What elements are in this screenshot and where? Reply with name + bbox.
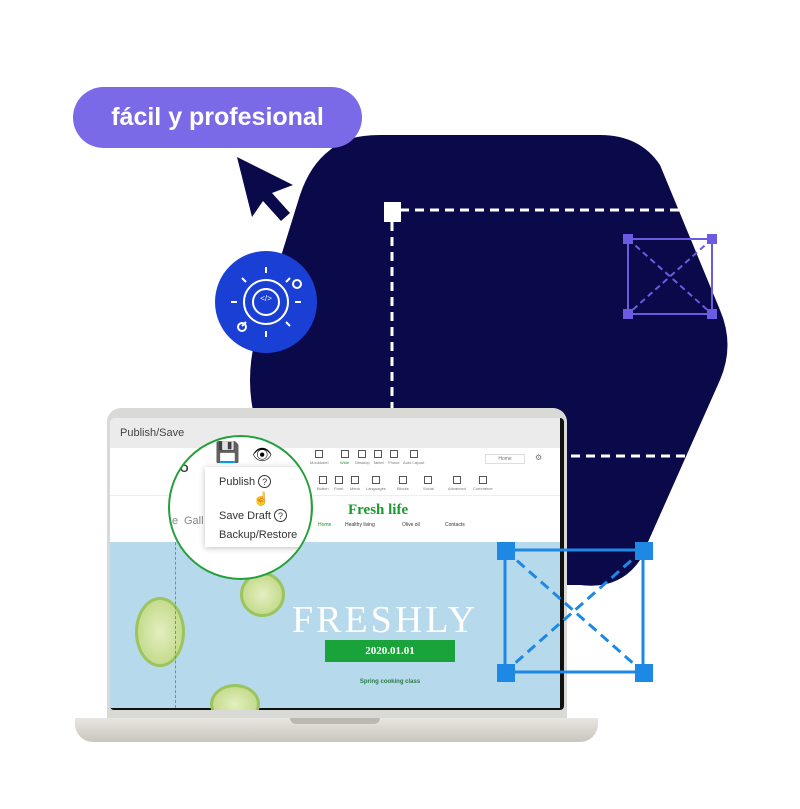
- save-icon[interactable]: 💾: [215, 442, 240, 464]
- handle[interactable]: [623, 309, 633, 319]
- tool-languages[interactable]: Languages: [366, 476, 386, 491]
- resize-handle[interactable]: [497, 542, 515, 560]
- tool-tablet[interactable]: Tablet: [373, 450, 384, 465]
- page-select[interactable]: Home: [485, 454, 525, 464]
- help-icon: ?: [258, 475, 272, 488]
- preview-eye-icon[interactable]: 👁: [252, 447, 273, 464]
- toolbar-bottom: Button Form Menu Languages Blocks Social…: [110, 476, 560, 496]
- lime-slice: [135, 597, 185, 667]
- lime-slice: [210, 684, 260, 710]
- hand-cursor-icon: ☝: [253, 491, 270, 506]
- white-handle: [384, 202, 401, 222]
- tool-button[interactable]: Button: [317, 476, 329, 491]
- website-builder-app: Publish/Save Mouldobel Wide Desktop Tabl…: [110, 418, 560, 710]
- tagline-text: fácil y profesional: [111, 103, 324, 131]
- menu-backup-restore[interactable]: Backup/Restore: [219, 529, 298, 541]
- resize-handle[interactable]: [635, 664, 653, 682]
- date-ribbon: 2020.01.01: [325, 640, 455, 662]
- hero-banner: FRESHLY 2020.01.01 Spring cooking class: [110, 542, 560, 710]
- tool-desktop[interactable]: Desktop: [355, 450, 370, 465]
- tool-blocks[interactable]: Blocks: [397, 476, 409, 491]
- handle[interactable]: [623, 234, 633, 244]
- gallery-label[interactable]: Gall: [184, 515, 204, 527]
- purple-selection-box: [627, 238, 713, 315]
- toolbar-top: Mouldobel Wide Desktop Tablet Phone Auto…: [110, 450, 560, 476]
- handle[interactable]: [707, 309, 717, 319]
- blue-selection-box: [503, 548, 645, 674]
- nav-olive-oil[interactable]: Olive oil: [402, 522, 420, 528]
- nav-home[interactable]: Home: [318, 522, 332, 528]
- help-icon: ?: [273, 509, 287, 522]
- menu-publish[interactable]: Publish?: [219, 475, 272, 488]
- tool-social[interactable]: Social: [423, 476, 434, 491]
- nav-healthy-living[interactable]: Healthy living: [345, 522, 375, 528]
- publish-menu: Publish? ☝ Save Draft? Backup/Restore: [205, 467, 310, 547]
- hero-subtitle: Spring cooking class: [359, 679, 421, 685]
- left-label-e: e: [172, 515, 179, 527]
- tool-auto-layout[interactable]: Auto Layout: [403, 450, 424, 465]
- tool-menu[interactable]: Menu: [350, 476, 360, 491]
- dashed-guides: [390, 208, 700, 458]
- tool-form[interactable]: Form: [334, 476, 343, 491]
- svg-text:</>: </>: [260, 294, 272, 303]
- tool-advanced[interactable]: Advanced: [448, 476, 466, 491]
- cursor-arrow-icon: [237, 157, 293, 221]
- resize-handle[interactable]: [635, 542, 653, 560]
- handle[interactable]: [707, 234, 717, 244]
- site-title: Fresh life: [348, 502, 409, 518]
- tool-commerce[interactable]: Commerce: [473, 476, 493, 491]
- resize-handle[interactable]: [497, 664, 515, 682]
- gear-code-icon: </>: [215, 251, 317, 353]
- tool-wide[interactable]: Wide: [340, 450, 349, 465]
- window-title: Publish/Save: [110, 418, 560, 448]
- settings-gear-icon[interactable]: ⚙: [535, 453, 543, 462]
- nav-contacts[interactable]: Contacts: [445, 522, 465, 528]
- magnifier: 💾 👁 O e Gall Publish? ☝ Save Draft? Back…: [168, 435, 313, 580]
- menu-save-draft[interactable]: Save Draft?: [219, 509, 287, 522]
- tool-phone[interactable]: Phone: [388, 450, 400, 465]
- hero-title: FRESHLY: [291, 599, 479, 641]
- tagline-badge: fácil y profesional: [73, 87, 362, 148]
- left-label-o: O: [180, 463, 189, 475]
- tool-mouldobel[interactable]: Mouldobel: [310, 450, 328, 465]
